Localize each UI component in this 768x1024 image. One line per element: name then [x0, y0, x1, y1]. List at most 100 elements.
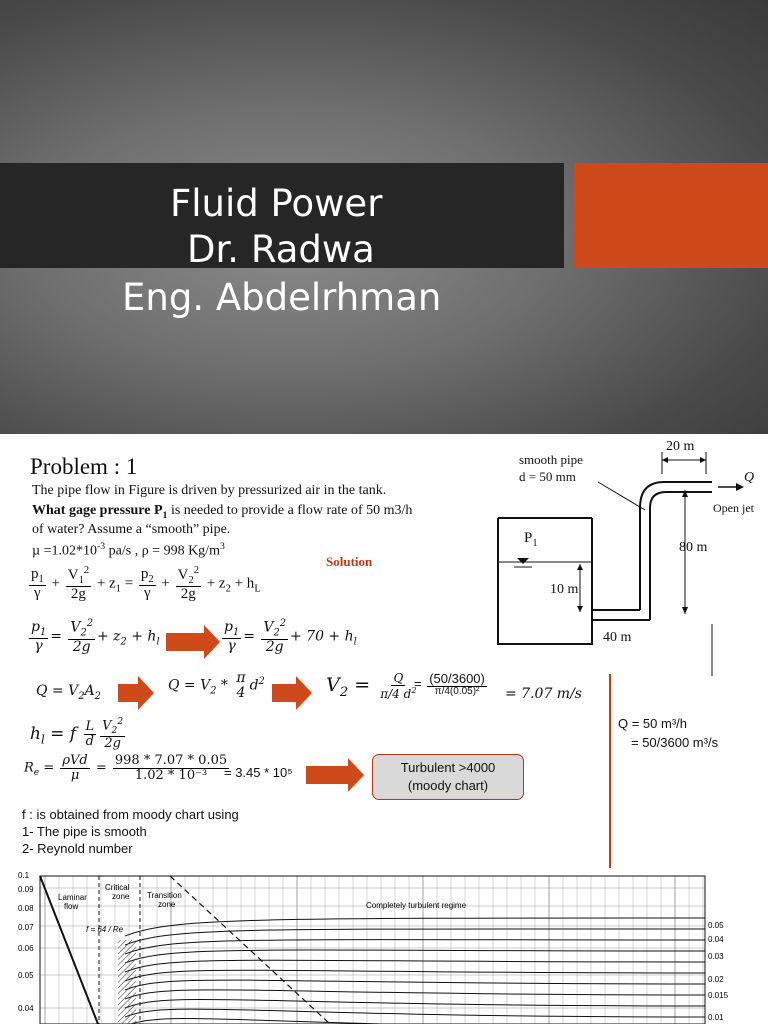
- friction-curve: [124, 939, 706, 955]
- problem-text-2: What gage pressure P1 is needed to provi…: [32, 503, 412, 521]
- jet-arrow-head: [736, 483, 744, 491]
- critical-zone-hatch: [118, 940, 136, 1024]
- left-tick-label: 0.06: [18, 944, 34, 953]
- viscosity: µ =1.02*10: [32, 543, 97, 559]
- critical-label: Critical: [105, 883, 130, 892]
- dim-40-label: 40 m: [603, 630, 632, 645]
- chart-curves: [124, 917, 706, 1024]
- right-tick-label: 0.03: [708, 952, 724, 961]
- left-tick-label: 0.04: [18, 1004, 34, 1013]
- friction-curve: [124, 949, 706, 964]
- divider-line: [609, 674, 611, 869]
- friction-curve: [129, 1017, 401, 1024]
- friction-curve: [124, 928, 706, 946]
- tank-p: P: [524, 530, 533, 546]
- velocity-substitution: = (50/3600)π/4(0.05)²: [414, 671, 487, 697]
- dim-80-label: 80 m: [679, 540, 708, 555]
- left-tick-label: 0.09: [18, 885, 34, 894]
- density: pa/s , ρ = 998 Kg/m: [105, 543, 220, 559]
- problem-text-3: of water? Assume a “smooth” pipe.: [32, 522, 231, 537]
- course-title: Fluid Power: [170, 182, 383, 225]
- instructor-name: Dr. Radwa: [187, 228, 375, 271]
- moody-chart: Laminar flow Critical zone Transition zo…: [0, 868, 768, 1024]
- left-tick-label: 0.08: [18, 904, 34, 913]
- viscosity-exponent: -3: [96, 541, 106, 552]
- transition-zone-label: zone: [158, 900, 176, 909]
- left-tick-label: 0.1: [18, 871, 30, 880]
- reynolds-numerator: 998 * 7.07 * 0.05: [112, 753, 230, 769]
- left-tick-label: 0.07: [18, 923, 34, 932]
- right-tick-label: 0.05: [708, 921, 724, 930]
- pipe-label-leader: [597, 481, 646, 511]
- problem-question: What gage pressure P: [32, 503, 163, 518]
- note-item-2: 2- Reynold number: [22, 841, 133, 856]
- moody-note: f : is obtained from moody chart using: [22, 807, 239, 822]
- velocity-result: = 7.07 m/s: [505, 686, 582, 702]
- chart-frame: [39, 875, 706, 1024]
- tank-outline: [497, 518, 593, 645]
- flow-label: Q: [744, 470, 755, 485]
- transition-label: Transition: [147, 891, 182, 900]
- pipe-label-2: d = 50 mm: [519, 469, 576, 484]
- tank-p-sub: 1: [532, 538, 538, 549]
- friction-curve: [124, 917, 706, 937]
- flow-zone-label: flow: [64, 902, 78, 911]
- density-exponent: 3: [219, 541, 225, 552]
- laminar-label: Laminar: [58, 893, 87, 902]
- problem-constants: µ =1.02*10-3 pa/s , ρ = 998 Kg/m3: [32, 541, 225, 560]
- pipe-label-1: smooth pipe: [519, 452, 583, 467]
- friction-curve: [124, 979, 706, 991]
- solution-label: Solution: [326, 554, 373, 569]
- accent-block: [574, 163, 768, 268]
- flow-rate-equation: Q = V2A2: [36, 683, 101, 702]
- problem-heading: Problem : 1: [30, 454, 138, 479]
- right-tick-label: 0.04: [708, 935, 724, 944]
- arrow-3: [272, 676, 312, 710]
- turbulent-callout: Turbulent >4000 (moody chart): [372, 754, 524, 800]
- dim-10-label: 10 m: [550, 582, 579, 597]
- left-axis-ticks: 0.1 0.09 0.08 0.07 0.06 0.05 0.04: [18, 871, 34, 1013]
- transition-boundary: [169, 875, 331, 1024]
- p1-subscript: 1: [162, 509, 168, 521]
- left-tick-label: 0.05: [18, 971, 34, 980]
- critical-zone-label: zone: [112, 892, 130, 901]
- turbulent-label: Turbulent >4000: [400, 760, 496, 776]
- right-tick-label: 0.02: [708, 975, 724, 984]
- right-tick-label: 0.01: [708, 1013, 724, 1022]
- laminar-formula: f = 64 / Re: [86, 925, 124, 934]
- moody-chart-label: (moody chart): [407, 778, 489, 793]
- problem-question-rest: is needed to provide a flow rate of 50 m…: [167, 503, 413, 518]
- pipe-bend-inner: [649, 491, 712, 509]
- flow-rate-converted: = 50/3600 m³/s: [631, 735, 719, 750]
- note-item-1: 1- The pipe is smooth: [22, 824, 147, 839]
- friction-curve: [124, 998, 706, 1009]
- pipe-bend-outer: [639, 481, 712, 509]
- water-level-marker: [517, 558, 529, 564]
- friction-curve: [124, 989, 706, 1000]
- open-jet-label: Open jet: [713, 501, 754, 515]
- velocity-numerator: (50/3600): [427, 671, 487, 687]
- laminar-line: [39, 875, 99, 1024]
- tank-pressure-label: P1: [524, 530, 538, 549]
- friction-curve: [124, 969, 706, 982]
- reynolds-denominator: 1.02 * 10⁻³: [134, 767, 208, 783]
- problem-text-1: The pipe flow in Figure is driven by pre…: [32, 483, 387, 498]
- title-band: [0, 163, 564, 268]
- arrow-4: [306, 758, 364, 792]
- turbulent-regime-label: Completely turbulent regime: [366, 901, 467, 910]
- tank-pipe-figure: [497, 452, 744, 676]
- title-slide: Fluid Power Dr. Radwa Eng. Abdelrhman: [0, 0, 768, 434]
- flow-rate-given: Q = 50 m³/h: [618, 716, 687, 731]
- dim-20-label: 20 m: [666, 439, 695, 454]
- arrow-2: [118, 676, 154, 710]
- arrow-1: [166, 625, 220, 659]
- velocity-denominator: π/4(0.05)²: [434, 685, 480, 697]
